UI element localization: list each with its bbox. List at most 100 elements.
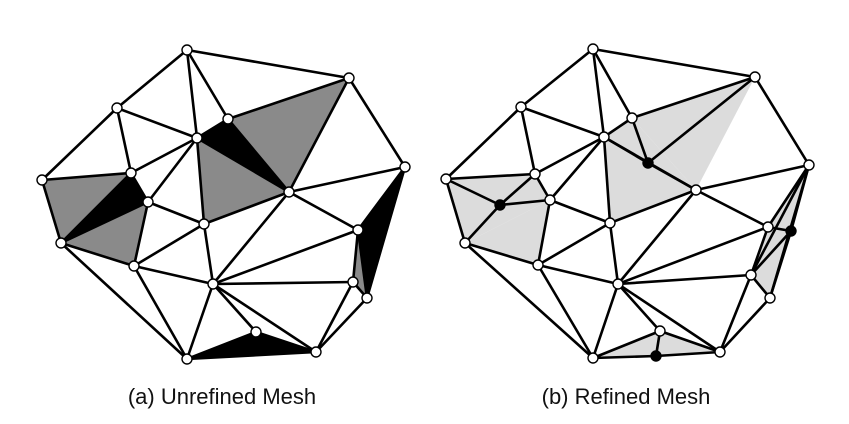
refined-mesh-edge (591, 47, 757, 79)
refined-mesh-edge (602, 135, 650, 165)
refined-mesh-vertex (544, 194, 556, 206)
refined-mesh-edge (616, 273, 753, 286)
refined-mesh-panel (440, 43, 815, 364)
unrefined-mesh-panel (36, 44, 411, 365)
refined-inserted-vertex (642, 157, 654, 169)
unrefined-mesh-edge (287, 190, 360, 232)
refined-mesh-edge (718, 296, 772, 354)
refined-mesh-edge (630, 116, 650, 165)
refined-mesh-edge (768, 229, 793, 300)
unrefined-mesh-edge (195, 136, 291, 194)
refined-mesh-edge (608, 188, 698, 225)
unrefined-mesh-edge (185, 282, 215, 361)
unrefined-mesh-edge (132, 222, 206, 268)
unrefined-mesh-edge (211, 280, 355, 286)
refined-mesh-vertex (762, 221, 774, 233)
refined-mesh-vertex (654, 325, 666, 337)
unrefined-mesh-vertex (352, 224, 364, 236)
refined-mesh-edge (444, 177, 467, 245)
unrefined-mesh-vertex (142, 196, 154, 208)
refined-mesh-edge (548, 198, 612, 225)
refined-mesh-edge (608, 221, 620, 286)
unrefined-black-triangle (187, 332, 316, 359)
unrefined-mesh-edge (132, 200, 150, 268)
refined-mesh-edge (591, 329, 662, 360)
unrefined-mesh-edge (351, 228, 360, 284)
refined-mesh-edge (616, 225, 770, 286)
unrefined-mesh-edge (211, 228, 360, 286)
unrefined-mesh-edge (40, 106, 119, 182)
refined-mesh-vertex (459, 237, 471, 249)
unrefined-mesh-edge (59, 171, 133, 245)
unrefined-mesh-vertex (343, 72, 355, 84)
refined-mesh-edge (789, 163, 811, 233)
refined-mesh-edge (616, 282, 722, 354)
unrefined-mesh-vertex (128, 260, 140, 272)
refined-mesh-edge (646, 75, 757, 165)
unrefined-mesh-edge (185, 48, 351, 80)
refined-mesh-edge (536, 198, 552, 267)
unrefined-mesh-edge (314, 296, 369, 354)
unrefined-black-triangle (358, 167, 405, 298)
unrefined-mesh-vertex (250, 326, 262, 338)
unrefined-mesh-edge (211, 190, 291, 286)
unrefined-gray-triangle (42, 173, 131, 243)
refined-mesh-edge (536, 263, 620, 286)
refined-mesh-edge (463, 241, 595, 360)
refined-mesh-vertex (626, 112, 638, 124)
refined-mesh-edge (591, 282, 620, 360)
unrefined-mesh-edge (314, 280, 355, 354)
refined-mesh-edge (602, 135, 612, 225)
unrefined-gray-triangle (197, 138, 289, 224)
unrefined-mesh-edge (115, 106, 199, 140)
unrefined-mesh-vertex (191, 132, 203, 144)
unrefined-mesh-vertex (181, 353, 193, 365)
refined-highlighted-triangles (446, 77, 809, 358)
refined-mesh-edge (749, 163, 811, 277)
unrefined-mesh-edge (202, 222, 215, 286)
unrefined-mesh-vertex (283, 186, 295, 198)
unrefined-mesh-edge (146, 200, 206, 226)
refined-mesh-edge (519, 105, 606, 139)
unrefined-mesh-edge (146, 136, 199, 204)
unrefined-mesh-edge (211, 282, 258, 334)
refined-mesh-edge (616, 188, 698, 286)
unrefined-mesh-edge (195, 136, 206, 226)
refined-inserted-vertex (650, 350, 662, 362)
caption-unrefined-mesh: (a) Unrefined Mesh (128, 384, 316, 409)
unrefined-mesh-edge (115, 48, 189, 110)
refined-mesh-vertex (440, 173, 452, 185)
refined-mesh-vertex (764, 292, 776, 304)
refined-mesh-edge (463, 241, 540, 267)
refined-mesh-vertex (745, 269, 757, 281)
refined-mesh-edge (654, 350, 722, 358)
refined-shaded-triangle (632, 77, 755, 190)
unrefined-mesh-edge (132, 264, 215, 286)
refined-shaded-triangle (446, 174, 535, 243)
unrefined-mesh-edge (254, 330, 318, 354)
unrefined-mesh-vertex (111, 102, 123, 114)
refined-mesh-vertex (749, 71, 761, 83)
unrefined-mesh-edge (59, 241, 189, 361)
unrefined-mesh-edge (185, 350, 318, 361)
refined-mesh-edge (616, 282, 662, 333)
unrefined-mesh-edge (59, 200, 150, 245)
refined-mesh-edge (498, 172, 537, 207)
unrefined-mesh-edge (226, 76, 351, 121)
caption-refined-mesh: (b) Refined Mesh (542, 384, 711, 409)
unrefined-mesh-vertex (347, 276, 359, 288)
unrefined-mesh-edge (132, 264, 189, 361)
unrefined-mesh-vertex (361, 292, 373, 304)
unrefined-mesh-vertex (181, 44, 193, 56)
unrefined-mesh-vertex (36, 174, 48, 186)
refined-mesh-vertex (604, 217, 616, 229)
refined-mesh-edge (694, 188, 770, 229)
refined-mesh-edge (444, 105, 523, 181)
refined-shaded-triangle (604, 118, 696, 190)
refined-mesh-edge (591, 47, 606, 139)
refined-mesh-vertex (587, 352, 599, 364)
unrefined-mesh-edge (195, 117, 230, 140)
unrefined-mesh-vertex (399, 161, 411, 173)
refined-mesh-edge (591, 47, 634, 120)
unrefined-mesh-edge (40, 171, 133, 182)
